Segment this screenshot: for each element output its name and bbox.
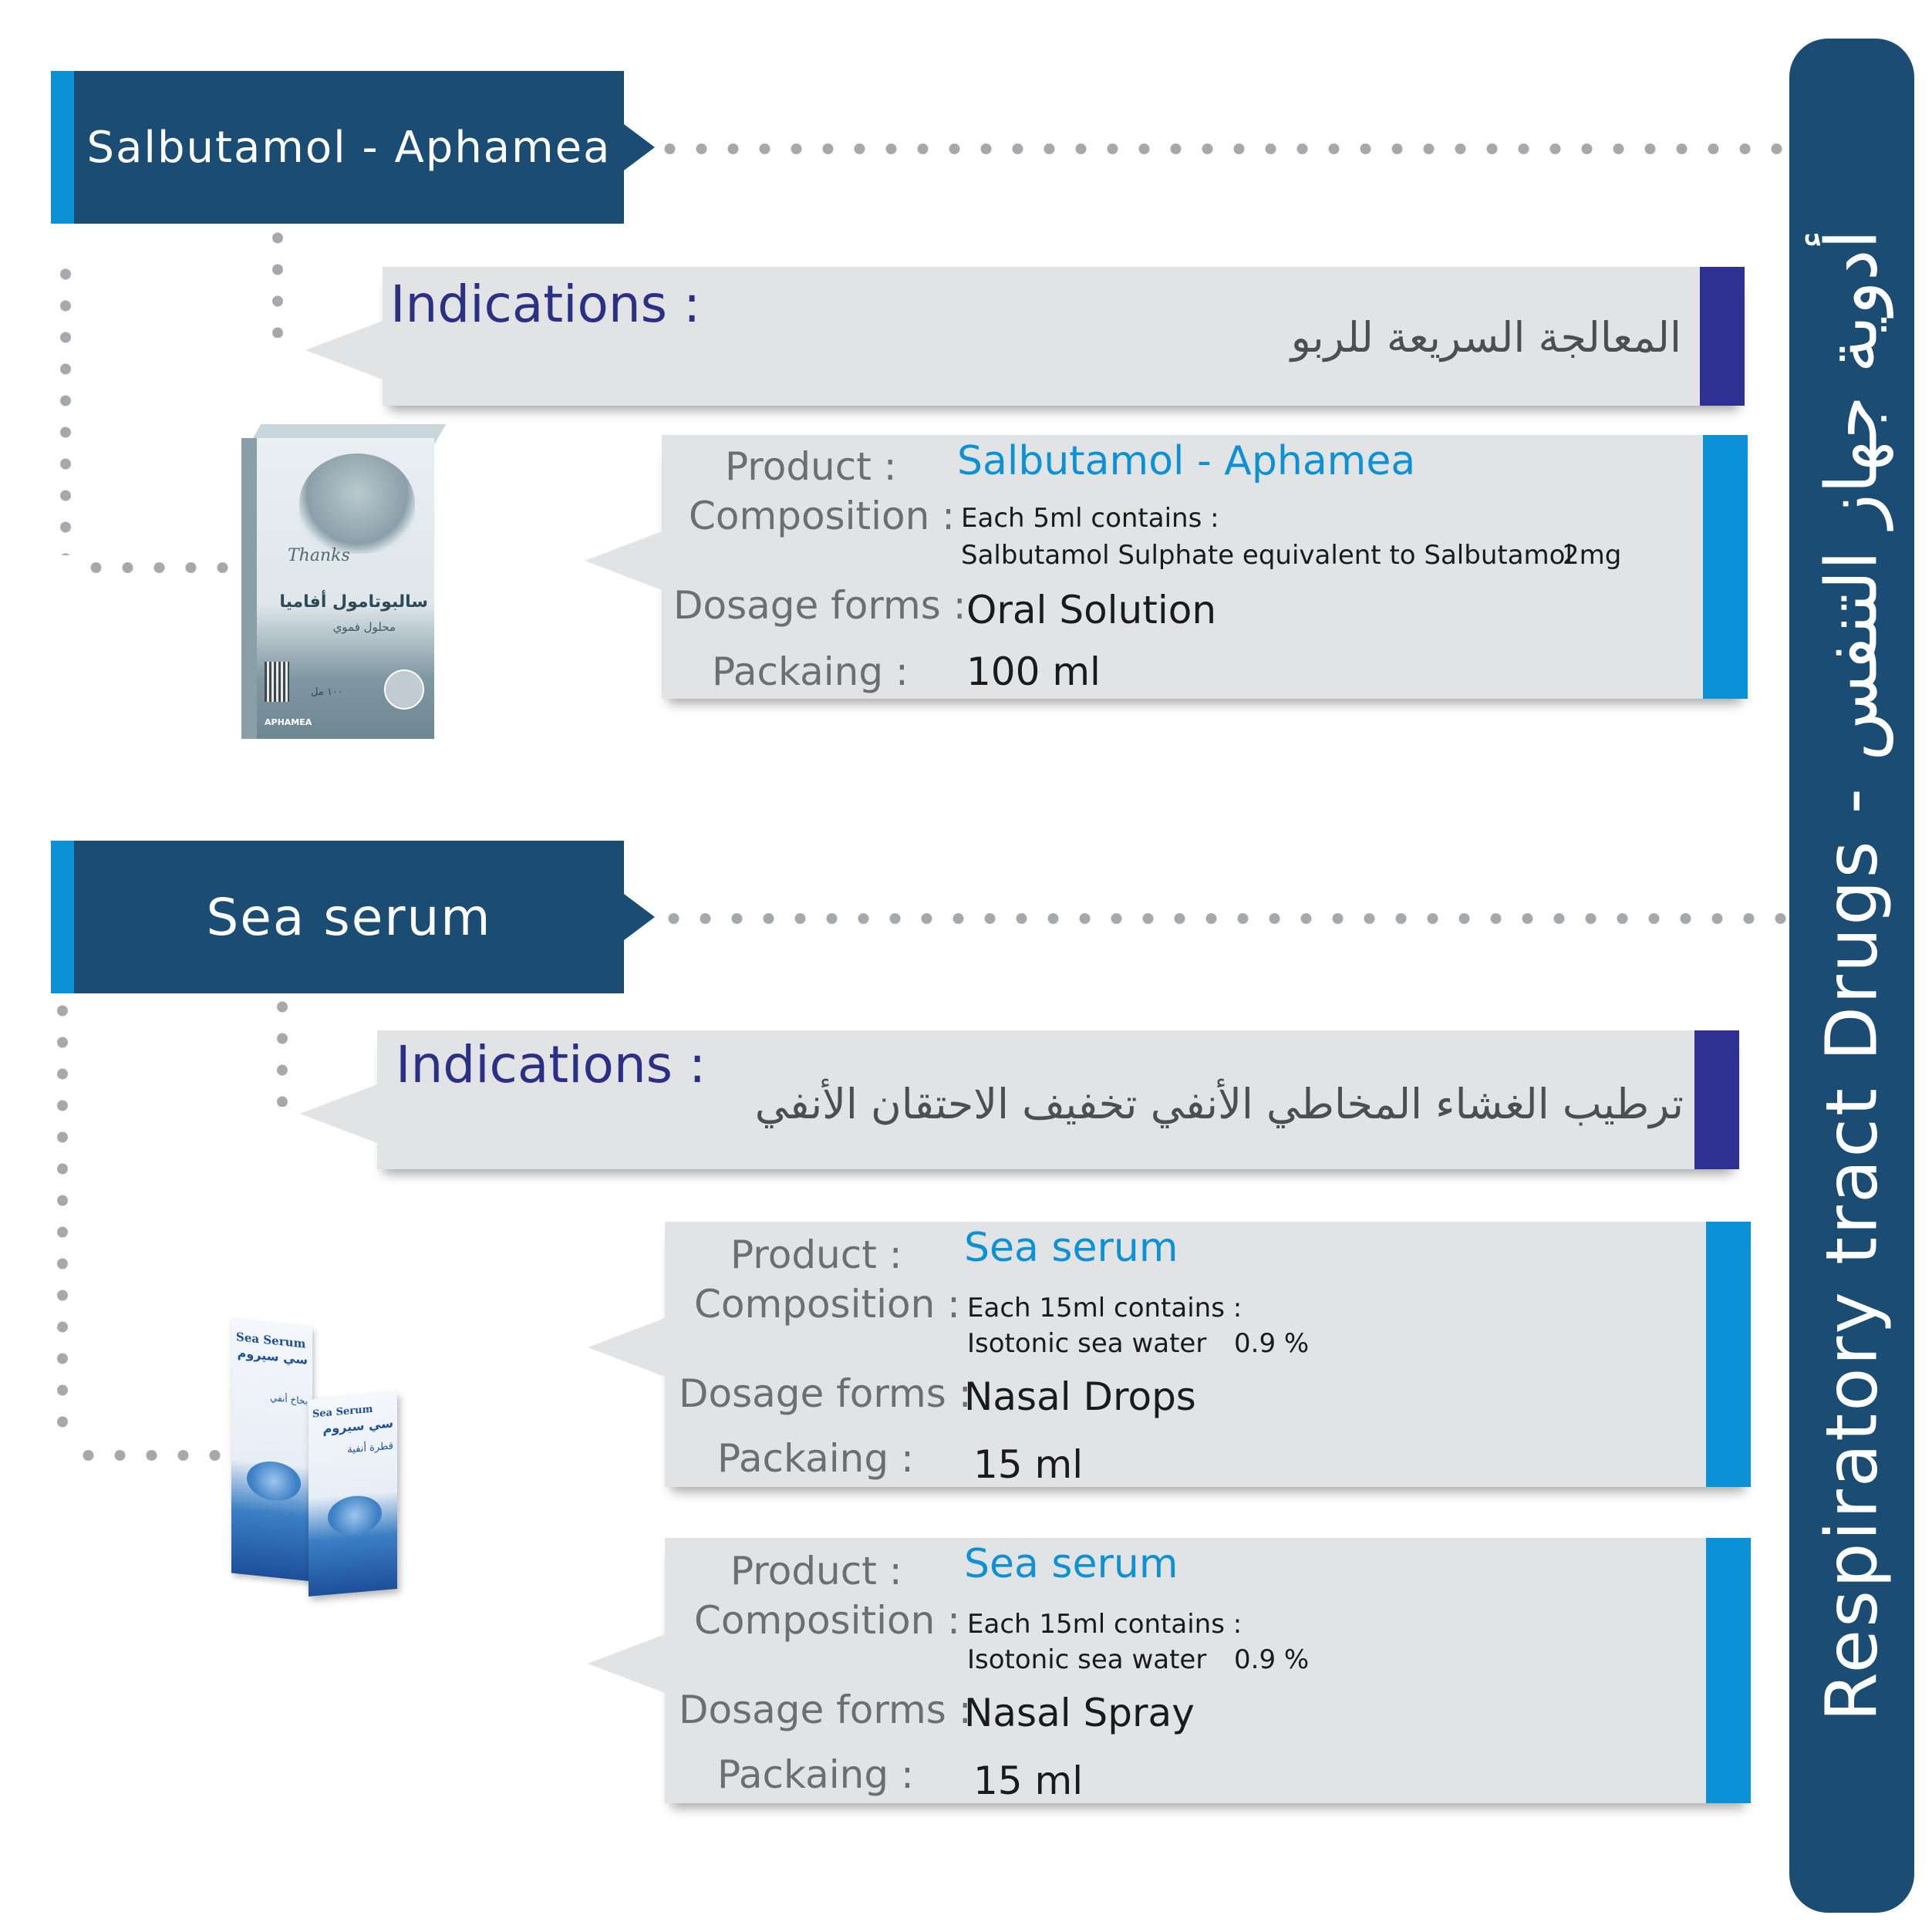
product-header-sea-serum: Sea serum (51, 841, 655, 993)
packaging-value: 15 ml (973, 1442, 1084, 1487)
packaging-value: 15 ml (973, 1758, 1084, 1803)
panel-accent-stripe (1694, 1030, 1739, 1169)
box-form-ar: قطرة أنفية (347, 1440, 393, 1456)
card-accent-stripe (1706, 1222, 1751, 1487)
card-pointer (585, 531, 662, 590)
connector-dots (654, 143, 1794, 154)
side-banner (1789, 39, 1914, 1913)
connector-dots (80, 562, 234, 573)
dosage-value: Oral Solution (966, 588, 1217, 632)
packaging-label: Packaing : (717, 1436, 914, 1481)
box-side (241, 438, 257, 739)
lungs-icon (384, 669, 424, 710)
card-accent-stripe (1703, 435, 1748, 699)
composition-line-2: Isotonic sea water (967, 1644, 1207, 1675)
connector-dots (57, 995, 68, 1442)
composition-amount: 0.9 % (1234, 1644, 1310, 1675)
spray-box: Sea Serum سي سيروم بخاخ أنفي (231, 1318, 312, 1582)
dosage-value: Nasal Spray (964, 1691, 1195, 1735)
header-title: Sea serum (206, 887, 492, 947)
box-arabic-name: سي سيروم (322, 1415, 393, 1437)
indications-panel: Indications : ترطيب الغشاء المخاطي الأنف… (300, 1030, 1739, 1169)
box-thanks-text: Thanks (288, 546, 350, 565)
box-volume: ١٠٠ مل (311, 686, 343, 698)
product-value: Sea serum (964, 1225, 1178, 1271)
indications-panel: Indications : المعالجة السريعة للربو (305, 267, 1745, 406)
composition-amount: 2mg (1563, 540, 1622, 571)
header-accent-stripe (51, 841, 74, 993)
box-arabic-name: سالبوتامول أفاميا (279, 592, 428, 612)
product-value: Salbutamol - Aphamea (957, 438, 1416, 484)
dolphin-icon (247, 1458, 301, 1503)
indications-text: المعالجة السريعة للربو (1290, 313, 1681, 362)
composition-label: Composition : (689, 494, 955, 538)
composition-line-2: Salbutamol Sulphate equivalent to Salbut… (961, 540, 1573, 571)
composition-label: Composition : (694, 1598, 960, 1643)
packaging-value: 100 ml (966, 649, 1101, 694)
composition-label: Composition : (694, 1282, 960, 1327)
connector-dots (272, 222, 283, 338)
connector-dots (60, 258, 71, 555)
box-brand: APHAMEA (265, 717, 312, 727)
product-value: Sea serum (964, 1541, 1178, 1587)
product-label: Product : (730, 1232, 902, 1277)
qr-code-icon (265, 662, 289, 702)
portrait-icon (299, 453, 415, 554)
product-card: Product : Sea serum Composition : Each 1… (588, 1222, 1751, 1487)
dosage-value: Nasal Drops (964, 1374, 1196, 1419)
connector-dots (277, 991, 288, 1107)
header-arrow-tip (624, 894, 655, 940)
card-pointer (588, 1318, 665, 1377)
card-accent-stripe (1706, 1538, 1751, 1803)
product-label: Product : (730, 1549, 902, 1593)
header-title: Salbutamol - Aphamea (86, 122, 612, 173)
card-pointer (588, 1634, 665, 1693)
box-form-ar: بخاخ أنفي (269, 1391, 308, 1407)
drops-box: Sea Serum سي سيروم قطرة أنفية (309, 1391, 397, 1597)
salbutamol-package-image: Thanks سالبوتامول أفاميا محلول فموي ١٠٠ … (241, 424, 447, 752)
sea-serum-package-image: Sea Serum سي سيروم بخاخ أنفي Sea Serum س… (231, 1318, 424, 1600)
product-card: Product : Salbutamol - Aphamea Compositi… (585, 435, 1748, 699)
packaging-label: Packaing : (712, 649, 909, 694)
dosage-label: Dosage forms : (673, 583, 966, 628)
composition-line-1: Each 5ml contains : (961, 503, 1219, 534)
dosage-label: Dosage forms : (679, 1371, 972, 1416)
indications-text: ترطيب الغشاء المخاطي الأنفي تخفيف الاحتق… (754, 1080, 1684, 1128)
header-accent-stripe (51, 71, 74, 224)
composition-amount: 0.9 % (1234, 1328, 1310, 1359)
composition-line-1: Each 15ml contains : (967, 1293, 1242, 1323)
box-arabic-form: محلول فموي (332, 620, 396, 634)
panel-accent-stripe (1700, 267, 1745, 406)
header-arrow-tip (624, 124, 655, 170)
panel-pointer (305, 321, 383, 379)
connector-dots (72, 1450, 242, 1461)
product-label: Product : (725, 444, 897, 489)
composition-line-2: Isotonic sea water (967, 1328, 1207, 1359)
dosage-label: Dosage forms : (679, 1688, 972, 1732)
side-banner-title: Respiratory tract Drugs - أدوية جهاز الت… (1810, 229, 1893, 1722)
dolphin-icon (328, 1493, 382, 1537)
connector-dots (658, 913, 1798, 924)
composition-line-1: Each 15ml contains : (967, 1609, 1242, 1640)
product-card: Product : Sea serum Composition : Each 1… (588, 1538, 1751, 1803)
packaging-label: Packaing : (717, 1752, 914, 1797)
product-header-salbutamol: Salbutamol - Aphamea (51, 71, 655, 224)
panel-pointer (300, 1084, 377, 1143)
box-front: Thanks سالبوتامول أفاميا محلول فموي ١٠٠ … (257, 438, 434, 739)
indications-label: Indications : (396, 1035, 706, 1094)
indications-label: Indications : (390, 275, 701, 334)
